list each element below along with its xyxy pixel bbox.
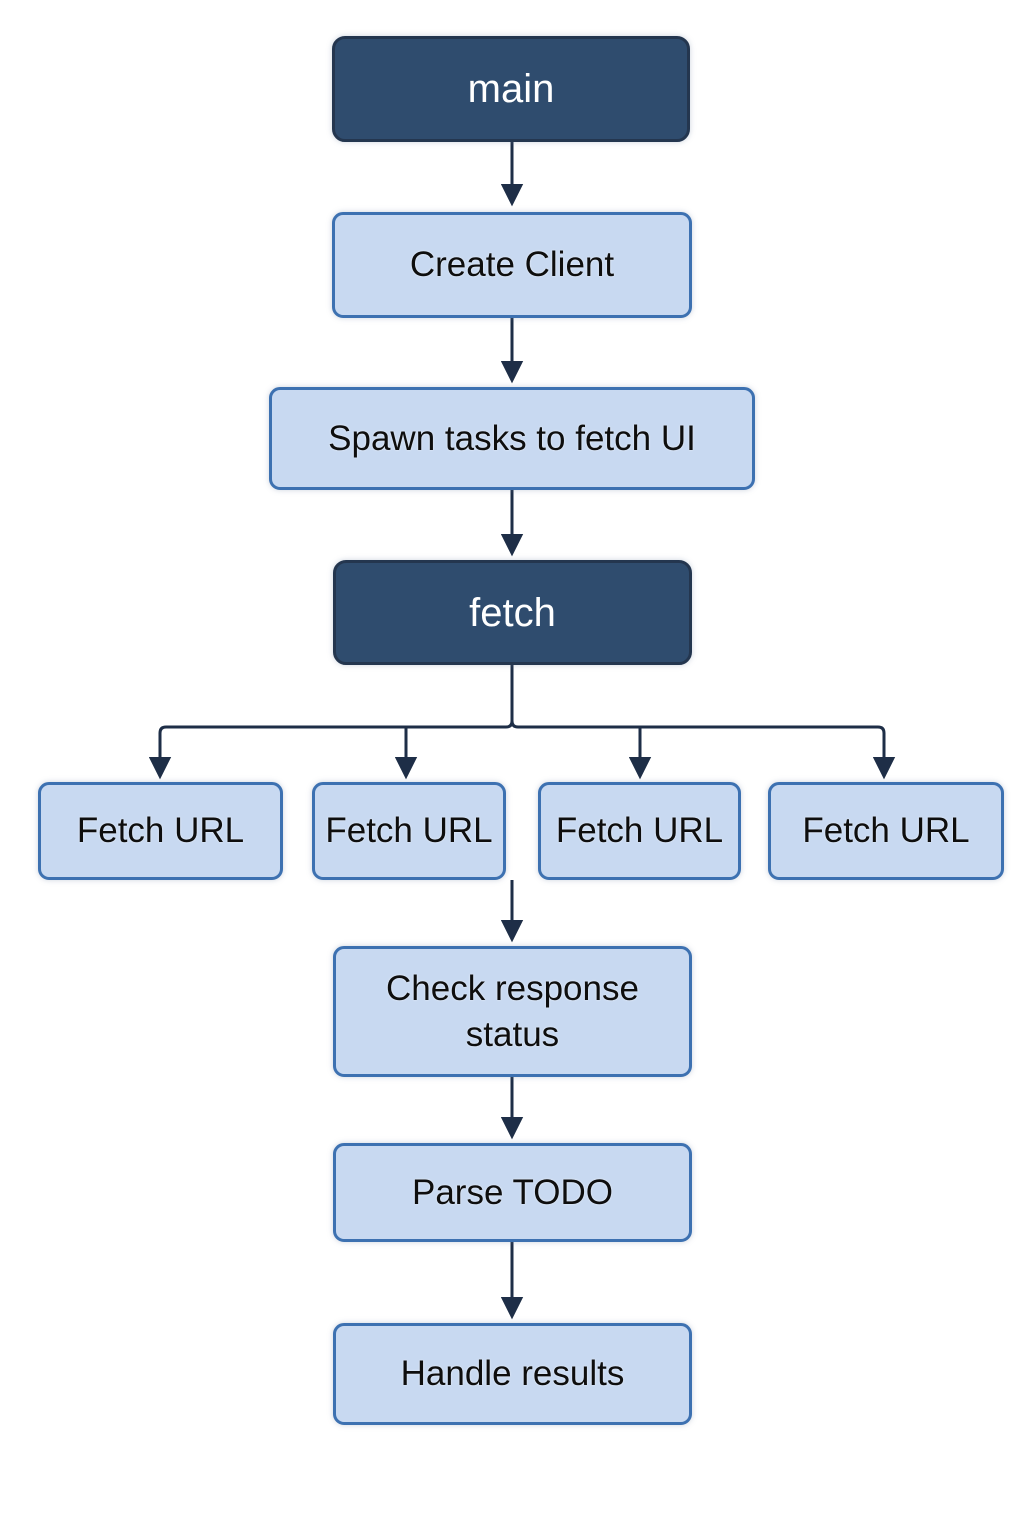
node-check-response-label: Check response status	[386, 969, 639, 1054]
node-fetch-url-2: Fetch URL	[312, 782, 506, 880]
node-fetch-label: fetch	[469, 590, 556, 635]
node-create-client-label: Create Client	[409, 245, 615, 285]
node-fetch-url-2-label: Fetch URL	[325, 811, 493, 851]
node-check-response: Check response status	[333, 946, 692, 1077]
node-fetch-url-3: Fetch URL	[538, 782, 741, 880]
edge-fetch-url1	[148, 665, 514, 780]
node-fetch-url-1: Fetch URL	[38, 782, 283, 880]
node-parse-todo: Parse TODO	[333, 1143, 692, 1242]
node-handle-results-label: Handle results	[400, 1354, 625, 1394]
node-parse-todo-label: Parse TODO	[412, 1172, 613, 1212]
edge-fetch-url4	[510, 720, 896, 780]
node-fetch-url-4-label: Fetch URL	[802, 811, 970, 851]
node-spawn-tasks: Spawn tasks to fetch UI	[269, 387, 755, 490]
node-main-label: main	[467, 67, 555, 111]
node-fetch: fetch	[333, 560, 692, 665]
node-fetch-url-1-label: Fetch URL	[76, 811, 245, 851]
node-main: main	[332, 36, 690, 142]
node-create-client: Create Client	[332, 212, 692, 318]
node-fetch-url-4: Fetch URL	[768, 782, 1004, 880]
node-handle-results: Handle results	[333, 1323, 692, 1425]
node-spawn-tasks-label: Spawn tasks to fetch UI	[328, 418, 696, 458]
node-fetch-url-3-label: Fetch URL	[555, 811, 724, 851]
